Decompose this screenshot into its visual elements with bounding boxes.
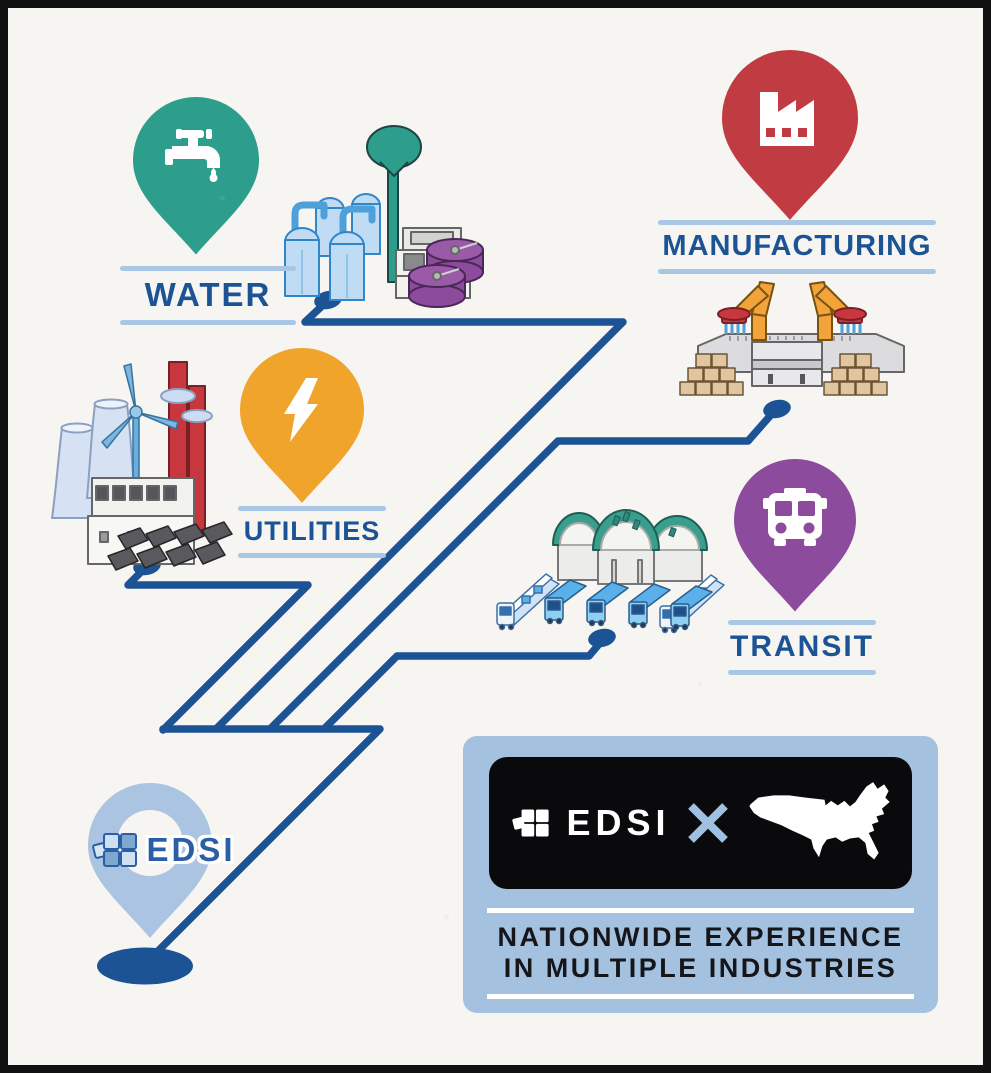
water-connector-line — [213, 302, 627, 732]
buses — [544, 579, 713, 631]
storage-tanks — [284, 193, 381, 301]
manufacturing-label: MANUFACTURING — [658, 220, 936, 274]
wind-turbine — [101, 363, 179, 507]
factory-icon — [760, 92, 814, 146]
nationwide-card: EDSI NATIONWIDE EXPERIENCE IN MULTIPLE I… — [463, 736, 938, 1013]
x-cross-icon — [687, 803, 728, 843]
robotic-arm-right — [809, 281, 867, 341]
light-rail-train-left — [496, 573, 560, 631]
cubes-logo-icon — [92, 833, 138, 867]
water-tower — [366, 125, 422, 283]
stack-collar — [160, 388, 196, 404]
label-overline — [120, 266, 296, 271]
infographic-graphics — [51, 50, 905, 985]
factory-illustration — [679, 281, 905, 396]
connector-lines — [124, 302, 774, 956]
lightning-bolt-icon — [284, 378, 318, 442]
power-plant-illustration — [51, 361, 233, 571]
transit-connector-line — [321, 639, 604, 732]
map-pins — [87, 50, 858, 938]
edsi-black-badge: EDSI — [489, 757, 912, 889]
label-overline — [728, 620, 876, 625]
edsi-pin-logo: EDSI — [64, 828, 260, 872]
edsi-wordmark: EDSI — [146, 831, 236, 868]
transit-node-dot — [588, 628, 616, 648]
water-label-text: WATER — [144, 276, 272, 313]
water-treatment-illustration — [284, 125, 484, 308]
transit-depot-illustration — [496, 509, 725, 634]
convergence-ellipse — [97, 947, 193, 985]
label-overline — [658, 220, 936, 225]
depot-buildings — [552, 509, 708, 585]
cubes-logo-icon — [512, 809, 550, 837]
card-title-line1: NATIONWIDE EXPERIENCE — [497, 922, 904, 952]
label-underline — [728, 670, 876, 675]
utilities-connector-line — [124, 568, 312, 734]
stack-collar — [181, 409, 213, 423]
transit-label: TRANSIT — [728, 620, 876, 675]
utilities-label-text: UTILITIES — [243, 516, 381, 546]
label-underline — [238, 553, 386, 558]
label-underline — [658, 269, 936, 274]
faucet-icon — [165, 129, 220, 182]
transit-label-text: TRANSIT — [730, 630, 874, 663]
utilities-label: UTILITIES — [238, 506, 386, 558]
solar-panels — [107, 521, 233, 571]
card-title-line2: IN MULTIPLE INDUSTRIES — [503, 953, 898, 983]
box-stack-right — [823, 353, 888, 396]
water-label: WATER — [120, 266, 296, 325]
manufacturing-connector-line — [267, 412, 774, 732]
edsi-wordmark: EDSI — [566, 802, 671, 843]
connector-nodes — [97, 290, 791, 985]
card-title: NATIONWIDE EXPERIENCE IN MULTIPLE INDUST… — [487, 908, 914, 999]
collector-line — [153, 725, 384, 956]
robotic-arm-left — [717, 281, 775, 341]
manufacturing-node-dot — [763, 399, 791, 419]
bus-icon — [763, 488, 827, 546]
manufacturing-label-text: MANUFACTURING — [662, 230, 932, 262]
label-overline — [238, 506, 386, 511]
water-pin — [133, 97, 259, 255]
label-underline — [120, 320, 296, 325]
usa-map-icon — [748, 782, 890, 860]
clarifier-tanks — [408, 238, 484, 308]
box-stack-left — [679, 353, 744, 396]
